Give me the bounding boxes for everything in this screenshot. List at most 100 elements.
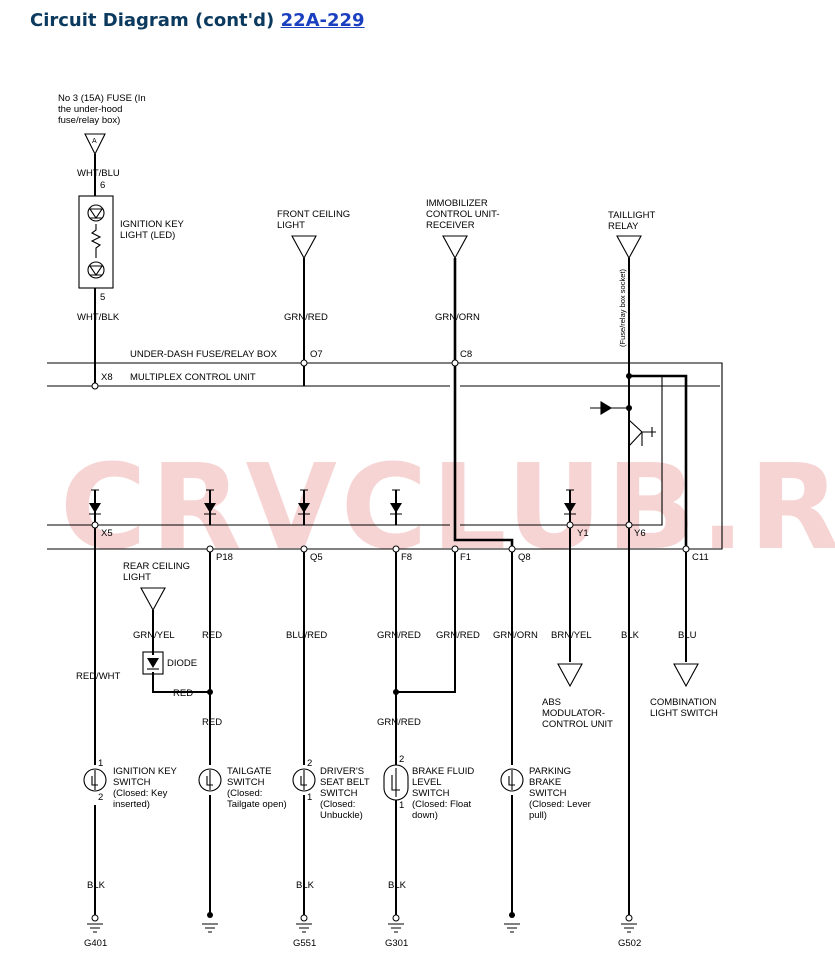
switch-icon	[500, 768, 524, 792]
fuse-label-2: the under-hood	[58, 104, 122, 115]
rear-ceiling-label-2: LIGHT	[123, 572, 151, 583]
diode-box	[142, 651, 164, 675]
seat-belt-pin-2: 2	[307, 758, 312, 769]
immobilizer-label-1: IMMOBILIZER	[426, 198, 488, 209]
page-title: Circuit Diagram (cont'd) 22A-229	[30, 10, 365, 31]
brake-fluid-label-4: (Closed: Float	[412, 799, 471, 810]
transistor-icon	[628, 408, 643, 447]
wire-grn-orn-immob: GRN/ORN	[435, 312, 480, 323]
combination-label-2: LIGHT SWITCH	[650, 708, 718, 719]
diode-label: DIODE	[167, 658, 197, 669]
terminal-c8: C8	[460, 349, 472, 360]
tailgate-label-4: Tailgate open)	[227, 799, 287, 810]
wire-wht-blu: WHT/BLU	[77, 168, 120, 179]
ground-icon	[388, 923, 404, 933]
ground-g502: G502	[618, 938, 641, 949]
ignition-light-label-1: IGNITION KEY	[120, 219, 185, 230]
pin-6: 6	[100, 180, 105, 191]
wire-grn-red-f1: GRN/RED	[436, 630, 480, 641]
abs-label-1: ABS	[542, 697, 561, 708]
fuse-label-1: No 3 (15A) FUSE (In	[58, 93, 146, 104]
section-link[interactable]: 22A-229	[280, 10, 365, 31]
wire-blk-g301: BLK	[388, 880, 407, 891]
terminal-f8: F8	[401, 552, 412, 563]
connector-icon	[557, 663, 583, 688]
abs-label-3: CONTROL UNIT	[542, 719, 613, 730]
wire-blk-y6: BLK	[621, 630, 640, 641]
seat-belt-pin-1: 1	[307, 792, 312, 803]
abs-label-2: MODULATOR-	[542, 708, 605, 719]
front-ceiling-label-2: LIGHT	[277, 220, 305, 231]
ground-icon	[296, 923, 312, 933]
brake-fluid-pin-2: 2	[399, 754, 404, 765]
terminal-y1: Y1	[577, 528, 589, 539]
terminal-p18: P18	[216, 552, 233, 563]
terminal-y6: Y6	[634, 528, 646, 539]
connector-icon	[140, 587, 166, 612]
switch-icon	[292, 768, 316, 792]
fuse-connector-icon	[84, 133, 106, 156]
wire-blu-c11: BLU	[678, 630, 697, 641]
ign-switch-pin-1: 1	[98, 758, 103, 769]
ground-icon	[202, 923, 218, 933]
wire-brn-yel: BRN/YEL	[551, 630, 592, 641]
ground-g301: G301	[385, 938, 408, 949]
title-text: Circuit Diagram (cont'd)	[30, 10, 275, 31]
internal-diode-icon	[89, 503, 576, 513]
ground-g551: G551	[293, 938, 316, 949]
wire-red-diode: RED	[173, 688, 193, 699]
brake-fluid-label-1: BRAKE FLUID	[412, 766, 474, 777]
multiplex-label: MULTIPLEX CONTROL UNIT	[130, 372, 256, 383]
wire-grn-red-front: GRN/RED	[284, 312, 328, 323]
tailgate-label-1: TAILGATE	[227, 766, 272, 777]
brake-fluid-pin-1: 1	[399, 800, 404, 811]
wire-grn-yel: GRN/YEL	[133, 630, 175, 641]
switch-icon	[198, 768, 222, 792]
seat-belt-label-5: Unbuckle)	[320, 810, 363, 821]
wire-blu-red: BLU/RED	[286, 630, 327, 641]
rear-ceiling-label-1: REAR CEILING	[123, 561, 190, 572]
parking-brake-label-2: BRAKE	[529, 777, 561, 788]
diode-icon	[147, 658, 159, 668]
ign-switch-label-1: IGNITION KEY	[113, 766, 178, 777]
terminal-f1: F1	[460, 552, 471, 563]
immobilizer-label-2: CONTROL UNIT-	[426, 209, 500, 220]
taillight-relay-label-1: TAILLIGHT	[608, 210, 656, 221]
terminal-q5: Q5	[310, 552, 323, 563]
wire-grn-red-brake: GRN/RED	[377, 717, 421, 728]
wire-grn-red-f8: GRN/RED	[377, 630, 421, 641]
fuse-terminal: A	[92, 138, 97, 145]
led-icon	[87, 261, 105, 279]
combination-label-1: COMBINATION	[650, 697, 716, 708]
parking-brake-label-4: (Closed: Lever	[529, 799, 591, 810]
wire-grn-orn-q8: GRN/ORN	[493, 630, 538, 641]
terminal-x8: X8	[101, 372, 113, 383]
terminal-c11: C11	[692, 552, 709, 563]
parking-brake-label-3: SWITCH	[529, 788, 567, 799]
seat-belt-label-4: (Closed:	[320, 799, 355, 810]
fuse-label-3: fuse/relay box)	[58, 115, 120, 126]
seat-belt-label-2: SEAT BELT	[320, 777, 370, 788]
fuse-socket-label: (Fuse/relay box socket)	[618, 269, 627, 347]
brake-fluid-label-3: SWITCH	[412, 788, 450, 799]
parking-brake-label-5: pull)	[529, 810, 547, 821]
immobilizer-label-3: RECEIVER	[426, 220, 475, 231]
seat-belt-label-1: DRIVER'S	[320, 766, 364, 777]
tailgate-label-2: SWITCH	[227, 777, 265, 788]
resistor-icon	[90, 224, 102, 258]
connector-icon	[291, 235, 317, 260]
ign-switch-label-2: SWITCH	[113, 777, 151, 788]
ign-switch-label-3: (Closed: Key	[113, 788, 168, 799]
front-ceiling-label-1: FRONT CEILING	[277, 209, 350, 220]
terminal-x5: X5	[101, 528, 113, 539]
wire-blk-g401: BLK	[87, 880, 106, 891]
wire-red-wht: RED/WHT	[76, 671, 121, 682]
wire-red-p18: RED	[202, 630, 222, 641]
wire-red-tailgate: RED	[202, 717, 222, 728]
brake-fluid-label-5: down)	[412, 810, 438, 821]
connector-icon	[442, 235, 468, 260]
led-icon	[87, 204, 105, 222]
seat-belt-label-3: SWITCH	[320, 788, 358, 799]
brake-fluid-label-2: LEVEL	[412, 777, 442, 788]
